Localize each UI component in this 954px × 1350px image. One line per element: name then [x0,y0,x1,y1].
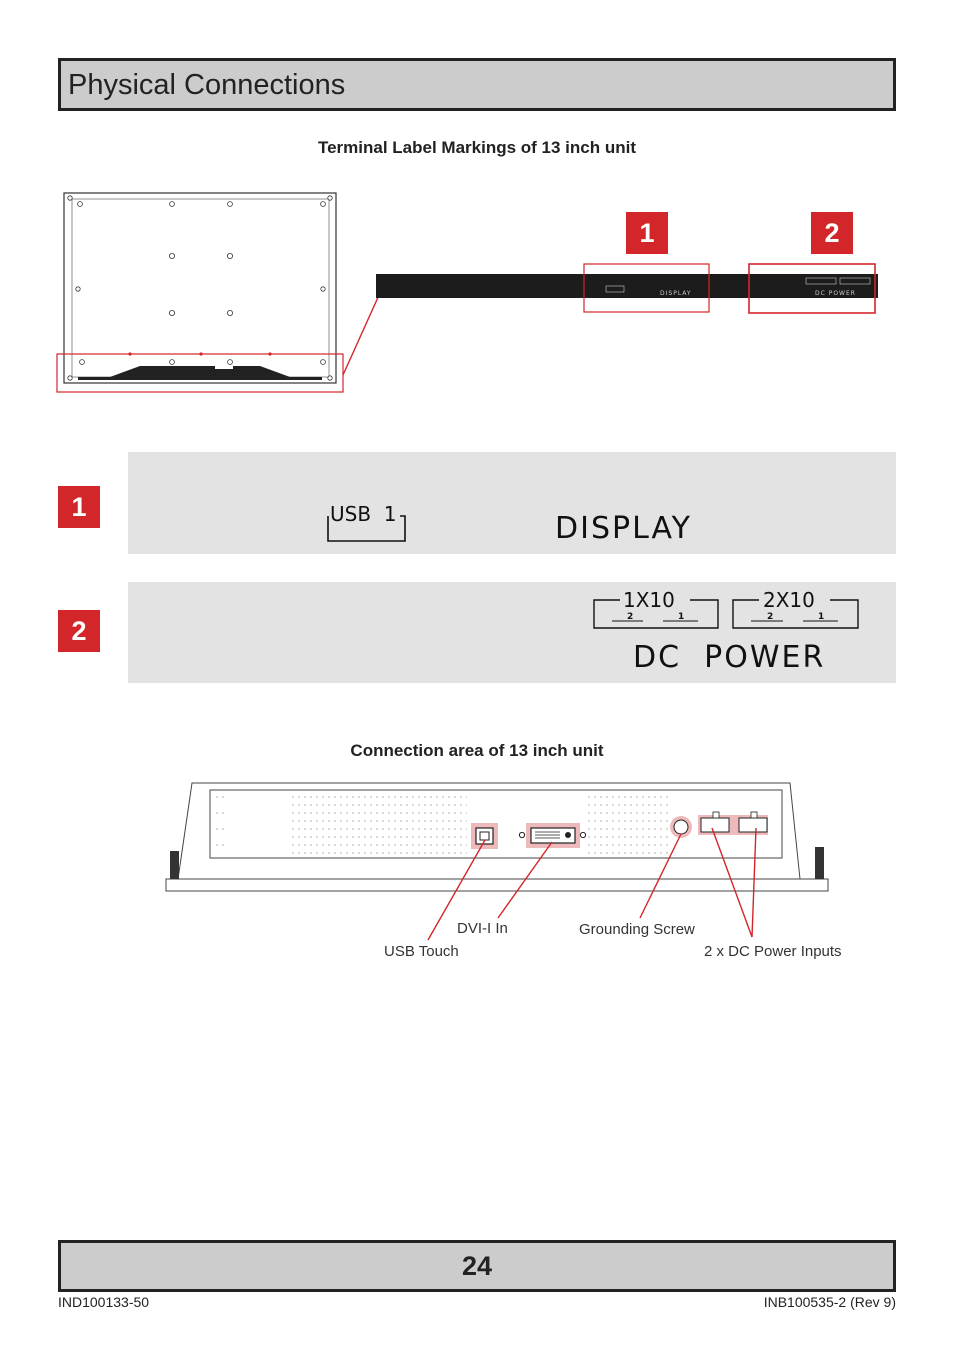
usb-label-bracket [327,515,406,542]
page-header: Physical Connections [58,58,896,111]
group-1x10-label: 1X10 [623,588,675,612]
display-label-panel [128,452,896,554]
right-document-code: INB100535-2 (Rev 9) [763,1294,896,1310]
dc-power-label-panel [128,582,896,683]
dvi-in-callout: DVI-I In [457,920,508,937]
rear-panel-diagram: DISPLAY DC POWER [56,192,878,393]
marker-badge-1-top: 1 [626,212,668,254]
page-footer: 24 [58,1240,896,1292]
terminal-label-caption: Terminal Label Markings of 13 inch unit [317,138,637,157]
pin-1-label: 1 [678,612,685,622]
group-2x10-label: 2X10 [763,588,815,612]
marker-badge-2: 2 [58,610,100,652]
display-label: DISPLAY [555,511,693,546]
pin-2-label: 2 [767,612,774,622]
dc-power-bracket [593,599,859,629]
marker-badge-1: 1 [58,486,100,528]
pin-1-label: 1 [818,612,825,622]
left-document-code: IND100133-50 [58,1294,150,1310]
dc-power-inputs-callout: 2 x DC Power Inputs [704,943,842,960]
connection-area-diagram [165,782,829,941]
usb-label: USB 1 [330,502,397,526]
marker-badge-2-top: 2 [811,212,853,254]
svg-text:DISPLAY: DISPLAY [660,290,692,297]
usb-touch-callout: USB Touch [384,943,459,960]
page-title: Physical Connections [68,69,346,101]
grounding-screw-callout: Grounding Screw [579,921,695,938]
dc-power-label: DC POWER [633,640,826,675]
pin-2-label: 2 [627,612,634,622]
page-number: 24 [461,1251,493,1281]
svg-text:DC POWER: DC POWER [815,290,856,297]
connection-area-caption: Connection area of 13 inch unit [350,741,604,760]
